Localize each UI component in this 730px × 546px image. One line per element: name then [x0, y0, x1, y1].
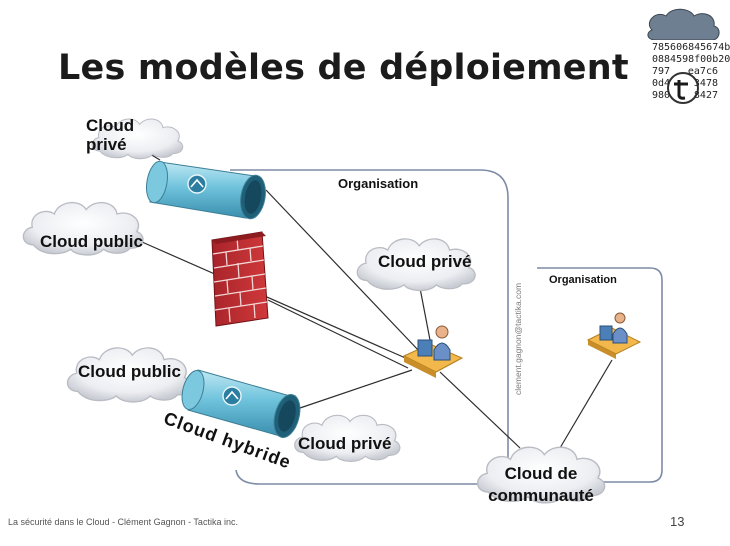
- label-cloud-prive-bottom: Cloud privé: [298, 434, 392, 453]
- logo-line-3b: ea7c6: [687, 66, 718, 77]
- line-firewall-to-user: [267, 299, 409, 369]
- logo-line-4a: 0d4: [652, 78, 671, 89]
- logo-line-4b: 3478: [693, 78, 718, 89]
- line-pipe-top-to-user: [265, 189, 421, 353]
- tactika-logo-icon: [647, 8, 720, 106]
- label-cloud-prive-top-line1: Cloud: [86, 116, 135, 135]
- organisation-right-border: [537, 267, 663, 483]
- label-cloud-prive-center: Cloud privé: [378, 252, 472, 271]
- user-workstation-right-icon: [586, 312, 642, 359]
- line-user-to-community: [439, 371, 521, 449]
- page-title: Les modèles de déploiement: [58, 48, 629, 88]
- label-cloud-public-left: Cloud public: [40, 232, 143, 251]
- page-number: 13: [670, 514, 685, 529]
- label-cloud-communaute-line2: communauté: [488, 486, 594, 505]
- line-privecloud-to-user: [419, 287, 431, 341]
- line-public-to-user: [141, 241, 411, 361]
- label-cloud-prive-top-line2: privé: [86, 135, 127, 154]
- label-organisation-main: Organisation: [338, 176, 419, 191]
- label-cloud-communaute: Cloud de communauté: [482, 463, 600, 507]
- logo-line-1: 785606845674b: [652, 42, 730, 53]
- label-organisation-right: Organisation: [549, 274, 617, 286]
- line-pipe-bottom-to-user: [299, 369, 413, 409]
- vertical-email: clement.gagnon@tactika.com: [513, 282, 523, 395]
- label-cloud-prive-top: Cloud privé: [86, 116, 134, 154]
- user-workstation-icon: [402, 325, 464, 378]
- logo-line-3a: 797: [652, 66, 671, 77]
- logo-line-2: 0884598f00b20: [652, 54, 730, 65]
- logo-line-5b: 8427: [693, 90, 718, 101]
- logo-line-5a: 980: [652, 90, 671, 101]
- footer-text: La sécurité dans le Cloud - Clément Gagn…: [8, 517, 238, 527]
- label-cloud-communaute-line1: Cloud de: [504, 464, 578, 483]
- pipe-top-icon: [145, 160, 266, 220]
- line-org-user-to-community: [559, 359, 613, 449]
- firewall-icon: [211, 231, 269, 327]
- label-cloud-public-bottom: Cloud public: [78, 362, 181, 381]
- logo-hex-text: 785606845674b 0884598f00b20 797 ea7c6 0d4…: [652, 42, 730, 102]
- pipe-bottom-icon: [181, 369, 301, 438]
